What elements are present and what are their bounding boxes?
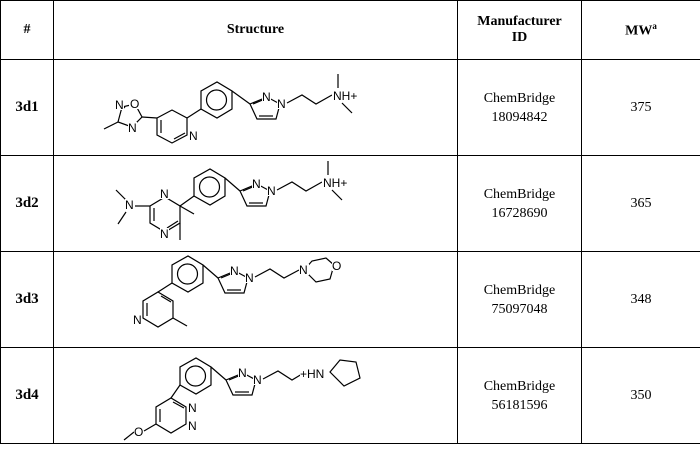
atom-label: N [277, 97, 286, 111]
manufacturer-cell: ChemBridge 18094842 [457, 59, 582, 156]
catalog-number: 75097048 [491, 301, 548, 317]
catalog-number: 18094842 [491, 109, 548, 125]
header-mw: MWa [581, 0, 700, 60]
header-row: # Structure Manufacturer ID MWa [0, 0, 700, 60]
structure-3d4: O N N N [123, 357, 361, 441]
structure-cell: O N N N [53, 59, 458, 156]
atom-label: N [262, 90, 271, 104]
atom-label: N [238, 366, 247, 380]
header-manufacturer-line2: ID [511, 30, 528, 45]
atom-label: N [160, 227, 169, 241]
mw-value: 350 [581, 347, 700, 444]
atom-label: N [125, 198, 134, 212]
mw-value: 365 [581, 155, 700, 252]
atom-label: N [252, 177, 261, 191]
compound-id: 3d1 [0, 59, 54, 156]
atom-label: NH+ [333, 89, 357, 103]
mw-value: 375 [581, 59, 700, 156]
atom-label: N [133, 313, 142, 327]
atom-label: N [128, 121, 137, 135]
mw-value: 348 [581, 251, 700, 348]
atom-label: O [332, 259, 341, 273]
supplier-name: ChemBridge [483, 186, 556, 202]
table-row: 3d3 N N N [0, 251, 700, 348]
structure-3d1: O N N N [103, 74, 362, 144]
structure-3d3: N N N N O [132, 255, 342, 328]
table-row: 3d2 N N N [0, 155, 700, 252]
header-manufacturer-line1: Manufacturer [477, 14, 562, 29]
atom-label: NH+ [323, 176, 347, 190]
catalog-number: 56181596 [491, 397, 548, 413]
atom-label: O [134, 425, 143, 439]
manufacturer-cell: ChemBridge 56181596 [457, 347, 582, 444]
header-mw-footnote: a [652, 20, 657, 31]
compound-id: 3d4 [0, 347, 54, 444]
atom-label: N [160, 187, 169, 201]
atom-label: N [245, 271, 254, 285]
atom-label: N [253, 373, 262, 387]
supplier-name: ChemBridge [483, 90, 556, 106]
atom-label: N [115, 98, 124, 112]
atom-label: N [189, 129, 198, 143]
header-number: # [0, 0, 54, 60]
atom-label: N [267, 184, 276, 198]
manufacturer-cell: ChemBridge 75097048 [457, 251, 582, 348]
atom-label: N [188, 419, 197, 433]
compound-id: 3d2 [0, 155, 54, 252]
atom-label: N [188, 401, 197, 415]
atom-label: O [130, 97, 139, 111]
manufacturer-cell: ChemBridge 16728690 [457, 155, 582, 252]
catalog-number: 16728690 [491, 205, 548, 221]
structure-3d2: N N N [115, 161, 352, 241]
header-mw-label: MW [625, 23, 653, 39]
structure-cell: O N N N [53, 347, 458, 444]
atom-label: N [299, 263, 308, 277]
supplier-name: ChemBridge [483, 378, 556, 394]
structure-cell: N N N N O [53, 251, 458, 348]
atom-label: +HN [300, 367, 324, 381]
table-row: 3d1 O N N N [0, 59, 700, 156]
compound-id: 3d3 [0, 251, 54, 348]
table-row: 3d4 O N N [0, 347, 700, 444]
header-manufacturer: Manufacturer ID [457, 0, 582, 60]
compound-table: # Structure Manufacturer ID MWa 3d1 O N … [0, 0, 700, 444]
structure-cell: N N N [53, 155, 458, 252]
header-structure: Structure [53, 0, 458, 60]
atom-label: N [230, 264, 239, 278]
supplier-name: ChemBridge [483, 282, 556, 298]
